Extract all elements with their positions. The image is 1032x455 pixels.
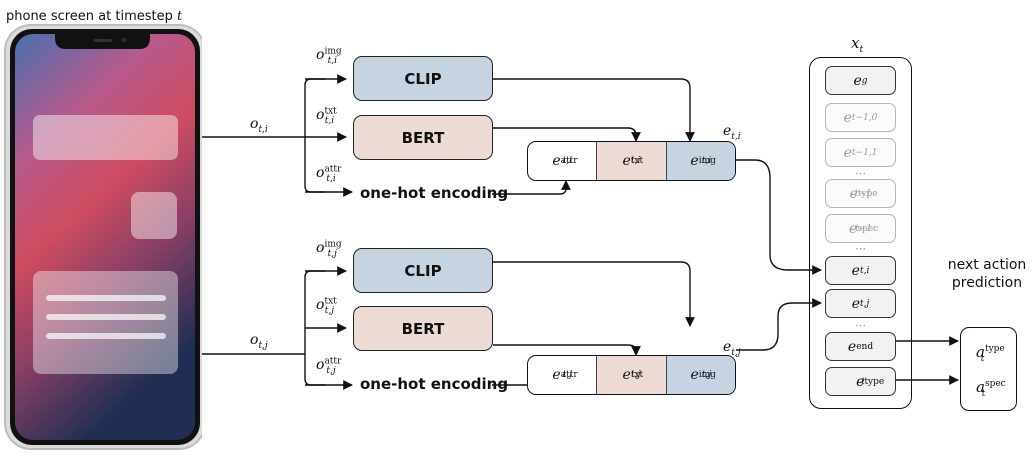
ui-element-small (131, 192, 177, 239)
prediction-box (960, 327, 1017, 411)
ellipsis-2: ⋯ (855, 242, 866, 255)
action-type-output: atypet (976, 343, 1005, 364)
obs-label-i: ot,i (250, 116, 268, 135)
emb-label-i: et,i (723, 123, 741, 142)
edge-emb-i-x (736, 159, 822, 275)
action-spec-output: aspect (976, 378, 1006, 399)
attr-input-label-i: oattrt,i (316, 164, 342, 184)
edge-bert-txt-i (493, 127, 641, 142)
edge-clip-img-i (493, 78, 695, 142)
phone-illustration (4, 24, 202, 450)
ellipsis-1: ⋯ (855, 167, 866, 180)
ui-element-j (33, 271, 178, 374)
sequence-container (809, 57, 912, 409)
bert-module-i: BERT (353, 115, 493, 160)
sequence-title: xt (851, 34, 864, 55)
onehot-label-i: one-hot encoding (360, 184, 509, 202)
edge-emb-j-x (736, 298, 822, 351)
edge-clip-img-j (493, 261, 695, 327)
txt-input-label-i: otxtt,i (316, 106, 337, 126)
bert-module-j: BERT (353, 306, 493, 351)
img-input-label-i: oimgt,i (316, 46, 342, 66)
emb-label-j: et,j (723, 339, 741, 358)
obs-label-j: ot,j (250, 332, 268, 351)
clip-module-i: CLIP (353, 56, 493, 101)
txt-input-label-j: otxtt,j (316, 296, 337, 316)
ellipsis-3: ⋯ (855, 319, 866, 332)
edge-bert-txt-j (493, 344, 641, 356)
prediction-header: next action prediction (947, 257, 1027, 291)
ui-element-i (33, 115, 178, 160)
edge-onehot-attr-i (492, 180, 571, 195)
phone-caption: phone screen at timestep t (6, 9, 183, 24)
attr-input-label-j: oattrt,j (316, 356, 342, 376)
clip-module-j: CLIP (353, 248, 493, 293)
img-input-label-j: oimgt,j (316, 239, 342, 259)
onehot-label-j: one-hot encoding (360, 375, 509, 393)
